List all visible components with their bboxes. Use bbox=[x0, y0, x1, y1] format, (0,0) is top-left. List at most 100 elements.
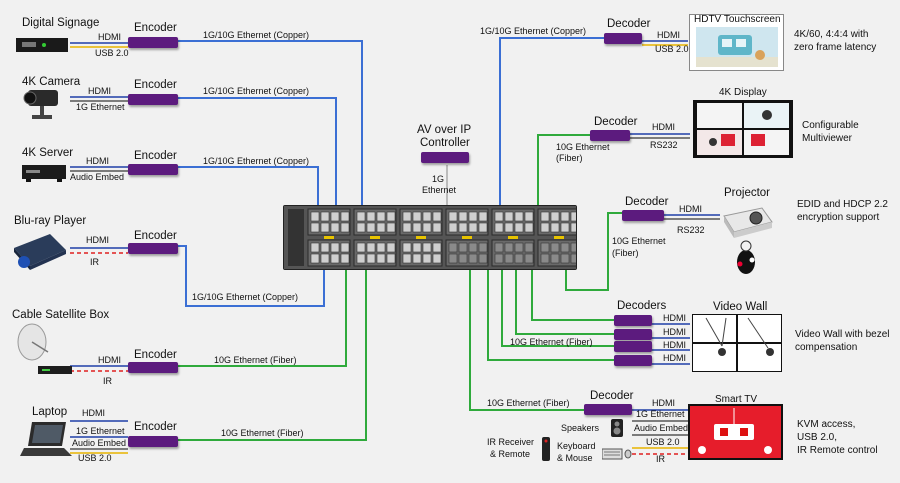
decoder-wall-4 bbox=[614, 355, 652, 366]
encoder-label-4k-camera: Encoder bbox=[134, 79, 177, 91]
decoder-wall-2 bbox=[614, 329, 652, 340]
camera-icon bbox=[23, 90, 58, 119]
link-label-4k-display-1: 10G Ethernet bbox=[556, 142, 610, 152]
video-wall-desc-1: Video Wall with bezel bbox=[795, 329, 890, 340]
fiber-link-laptop bbox=[178, 266, 367, 441]
decoder-projector bbox=[622, 210, 664, 221]
speaker-icon bbox=[611, 419, 623, 437]
encoder-cable-box bbox=[128, 362, 178, 373]
4k-display-desc-2: Multiviewer bbox=[802, 133, 853, 144]
port-wall-hdmi-4: HDMI bbox=[663, 353, 686, 363]
port-smarttv-ethernet: 1G Ethernet bbox=[636, 409, 685, 419]
projector-title: Projector bbox=[724, 187, 771, 199]
port-hdtv-hdmi: HDMI bbox=[657, 30, 680, 40]
source-name-4k-server: 4K Server bbox=[22, 147, 74, 159]
remote-control-icon bbox=[542, 437, 550, 461]
port-bluray-hdmi: HDMI bbox=[86, 235, 109, 245]
fiber-link-projector bbox=[565, 212, 622, 291]
port-cable-box-hdmi: HDMI bbox=[98, 355, 121, 365]
fiber-link-wall-3 bbox=[501, 266, 614, 347]
source-name-digital-signage: Digital Signage bbox=[22, 17, 100, 29]
link-label-bluray: 1G/10G Ethernet (Copper) bbox=[192, 292, 299, 302]
decoder-label-4k-display: Decoder bbox=[594, 116, 638, 128]
projector-icon bbox=[723, 207, 773, 274]
encoder-label-cable-box: Encoder bbox=[134, 349, 177, 361]
4k-display-panel: 4K Display bbox=[691, 87, 793, 160]
hdtv-desc-1: 4K/60, 4:4:4 with bbox=[794, 29, 869, 40]
link-label-projector-2: (Fiber) bbox=[612, 248, 639, 258]
hdtv-touchscreen-panel: HDTV Touchscreen bbox=[689, 14, 784, 71]
controller-link-1: 1G bbox=[432, 174, 445, 184]
link-label-digital-signage: 1G/10G Ethernet (Copper) bbox=[203, 30, 310, 40]
projector-desc-1: EDID and HDCP 2.2 bbox=[797, 199, 888, 210]
copper-link-bluray bbox=[178, 245, 325, 307]
port-cable-box-ir: IR bbox=[103, 376, 112, 386]
smarttv-title: Smart TV bbox=[715, 394, 758, 405]
encoder-label-digital-signage: Encoder bbox=[134, 22, 177, 34]
smarttv-keyboard-label: Keyboard bbox=[557, 441, 596, 451]
hdtv-screen-image bbox=[696, 27, 778, 67]
decoder-smarttv bbox=[584, 404, 632, 415]
port-projector-rs232: RS232 bbox=[677, 225, 705, 235]
decoder-4k-display bbox=[590, 130, 630, 141]
decoder-label-video-wall: Decoders bbox=[617, 300, 667, 312]
port-hdtv-usb: USB 2.0 bbox=[655, 44, 689, 54]
source-name-4k-camera: 4K Camera bbox=[22, 76, 81, 88]
copper-link-digital-signage bbox=[178, 40, 363, 207]
link-label-4k-server: 1G/10G Ethernet (Copper) bbox=[203, 156, 310, 166]
smarttv-ir-receiver-label: IR Receiver bbox=[487, 437, 535, 447]
port-4k-camera-hdmi: HDMI bbox=[88, 86, 111, 96]
link-label-laptop: 10G Ethernet (Fiber) bbox=[221, 428, 304, 438]
copper-link-4k-server bbox=[178, 166, 319, 207]
smarttv-panel: Smart TV bbox=[688, 394, 783, 460]
port-wall-hdmi-3: HDMI bbox=[663, 340, 686, 350]
link-label-hdtv: 1G/10G Ethernet (Copper) bbox=[480, 26, 587, 36]
port-wall-hdmi-2: HDMI bbox=[663, 327, 686, 337]
decoder-label-projector: Decoder bbox=[625, 196, 669, 208]
encoder-4k-camera bbox=[128, 94, 178, 105]
smarttv-desc-3: IR Remote control bbox=[797, 445, 878, 456]
4k-display-title: 4K Display bbox=[719, 87, 767, 98]
smarttv-mouse-label: & Mouse bbox=[557, 453, 593, 463]
controller-link-2: Ethernet bbox=[422, 185, 457, 195]
port-laptop-audio: Audio Embed bbox=[72, 438, 127, 448]
port-smarttv-ir: IR bbox=[656, 454, 665, 464]
source-name-laptop: Laptop bbox=[32, 406, 68, 418]
copper-link-hdtv bbox=[499, 37, 604, 207]
copper-link-4k-camera bbox=[178, 97, 337, 207]
link-label-4k-camera: 1G/10G Ethernet (Copper) bbox=[203, 86, 310, 96]
video-wall-image bbox=[692, 314, 782, 372]
smarttv-desc-1: KVM access, bbox=[797, 419, 856, 430]
encoder-4k-server bbox=[128, 164, 178, 175]
source-name-cable-box: Cable Satellite Box bbox=[12, 309, 110, 321]
video-wall-desc-2: compensation bbox=[795, 342, 858, 353]
link-label-video-wall: 10G Ethernet (Fiber) bbox=[510, 337, 593, 347]
port-smarttv-usb: USB 2.0 bbox=[646, 437, 680, 447]
4k-display-desc-1: Configurable bbox=[802, 120, 859, 131]
laptop-icon bbox=[20, 422, 72, 456]
port-digital-signage-usb: USB 2.0 bbox=[95, 48, 129, 58]
port-4k-display-rs232: RS232 bbox=[650, 140, 678, 150]
decoder-label-hdtv: Decoder bbox=[607, 18, 651, 30]
port-digital-signage-hdmi: HDMI bbox=[98, 32, 121, 42]
decoder-label-smarttv: Decoder bbox=[590, 390, 634, 402]
digital-signage-icon bbox=[16, 38, 68, 52]
keyboard-mouse-icon bbox=[602, 448, 632, 460]
projector-desc-2: encryption support bbox=[797, 212, 880, 223]
port-smarttv-hdmi: HDMI bbox=[652, 398, 675, 408]
decoder-wall-1 bbox=[614, 315, 652, 326]
decoder-hdtv bbox=[604, 33, 642, 44]
port-laptop-usb: USB 2.0 bbox=[78, 453, 112, 463]
port-wall-hdmi-1: HDMI bbox=[663, 313, 686, 323]
fiber-link-wall-2 bbox=[515, 266, 614, 335]
link-label-4k-display-2: (Fiber) bbox=[556, 153, 583, 163]
port-4k-display-hdmi: HDMI bbox=[652, 122, 675, 132]
link-label-cable-box: 10G Ethernet (Fiber) bbox=[214, 355, 297, 365]
smarttv-screen-image bbox=[690, 406, 781, 458]
fiber-link-4k-display bbox=[537, 134, 590, 207]
port-projector-hdmi: HDMI bbox=[679, 204, 702, 214]
decoder-wall-3 bbox=[614, 341, 652, 352]
port-4k-server-audio: Audio Embed bbox=[70, 172, 125, 182]
bluray-player-icon bbox=[14, 234, 66, 270]
